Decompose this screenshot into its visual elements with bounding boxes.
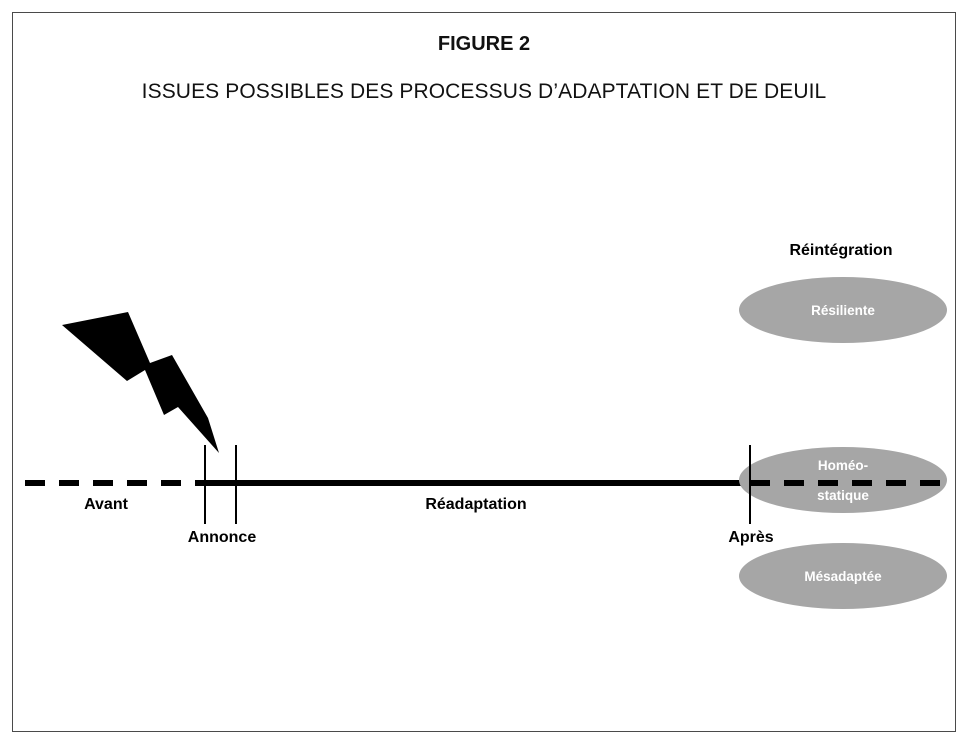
figure-label: FIGURE 2	[437, 33, 531, 55]
lightning-bolt-icon	[62, 312, 219, 453]
label-announcement: Annonce	[188, 529, 257, 546]
outcome-label-resilient: Résiliente	[811, 303, 875, 318]
label-readaptation: Réadaptation	[425, 496, 526, 513]
outcome-oval-resilient	[739, 277, 947, 343]
reintegration-heading: Réintégration	[789, 242, 892, 259]
label-before: Avant	[84, 496, 129, 513]
outcome-label-homeostatic-line2: statique	[817, 488, 869, 503]
label-after: Après	[728, 529, 773, 546]
figure-title: ISSUES POSSIBLES DES PROCESSUS D’ADAPTAT…	[141, 80, 827, 103]
outcome-label-maladaptive: Mésadaptée	[804, 569, 882, 584]
outcome-oval-maladaptive	[739, 543, 947, 609]
outcome-oval-homeostatic	[739, 447, 947, 513]
outcome-label-homeostatic-line1: Homéo-	[818, 458, 868, 473]
